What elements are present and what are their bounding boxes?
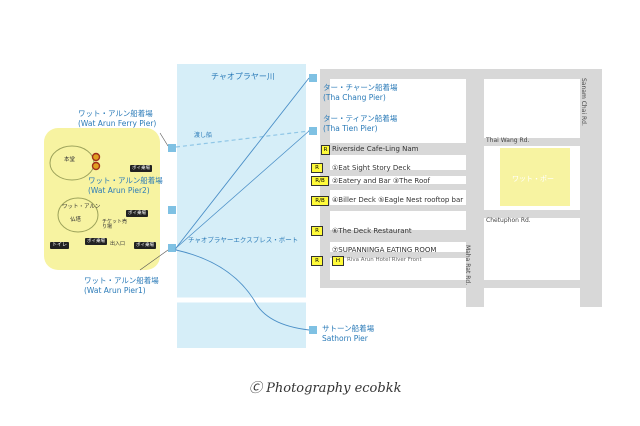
wat-arun-grounds [44,128,160,270]
tag-biller: R/B [311,196,329,206]
label-eatery: ②Eatery and Bar ③The Roof [332,177,430,185]
chetuphon-road-label: Chetuphon Rd. [486,217,531,224]
ferry-route-label: 渡し船 [194,132,213,139]
express-boat-route [175,77,310,331]
label-tha-tien: ター・ティアン船着場 (Tha Tien Pier) [323,115,397,132]
pier-wat-arun-ferry [168,144,176,152]
tag-eat-sight: R [311,163,323,173]
wat-pho-label: ワット・ポー [512,175,554,183]
label-biller: ④Biller Deck ⑤Eagle Nest rooftop bar [332,196,464,204]
label-tha-chang-jp: ター・チャーン船着場 [323,83,398,92]
tag-riva-arun: H [332,256,344,266]
ferry-route [175,130,310,148]
label-riverside-cafe: Riverside Cafe-Ling Nam [332,145,419,153]
label-wat-arun-1-en: (Wat Arun Pier1) [84,285,146,295]
label-riva-arun: Riva Arun Hotel River Front [347,257,422,263]
label-sathorn-en: Sathorn Pier [322,333,368,343]
road-grid [320,69,602,307]
pier-tha-chang [309,74,317,82]
tag-deck: R [311,226,323,236]
boat-stop-badge-2: ボイ乗場 [126,210,148,217]
leader-pier1 [139,249,169,271]
pier-sathorn [309,326,317,334]
pier-wat-arun-1 [168,244,176,252]
express-to-tha-tien [175,130,310,249]
pier-wat-arun-2 [168,206,176,214]
label-supanninga: ⑦SUPANNINGA EATING ROOM [332,246,437,254]
label-deck: ⑥The Deck Restaurant [332,227,412,235]
boat-stop-badge-1: ボイ乗場 [130,165,152,172]
main-hall-label: 本堂 [64,157,76,163]
temple-marker-1 [91,152,101,162]
label-wat-arun-2-jp: ワット・アルン船着場 [88,176,163,185]
label-tha-chang: ター・チャーン船着場 (Tha Chang Pier) [323,84,398,101]
sanam-chai-road-label: Sanam Chai Rd. [580,78,587,126]
exit-entrance-label: 出入口 [110,241,126,247]
label-wat-arun-ferry: ワット・アルン船着場 (Wat Arun Ferry Pier) [78,110,156,127]
toilet-badge: トイレ [50,242,70,249]
label-wat-arun-1-jp: ワット・アルン船着場 [84,276,159,285]
label-wat-arun-2-en: (Wat Arun Pier2) [88,185,150,195]
tag-riverside-cafe: R [321,145,330,155]
label-wat-arun-ferry-jp: ワット・アルン船着場 [78,109,153,118]
express-route-label: チャオプラヤーエクスプレス・ボート [188,236,299,244]
boat-stop-badge-3: ボイ乗場 [85,238,107,245]
label-wat-arun-2: ワット・アルン船着場 (Wat Arun Pier2) [88,177,163,194]
boat-stop-badge-4: ボイ乗場 [134,242,156,249]
label-tha-tien-en: (Tha Tien Pier) [323,123,378,133]
river-label: チャオプラヤー川 [211,72,275,81]
label-sathorn-jp: サトーン船着場 [322,324,375,333]
label-wat-arun-ferry-en: (Wat Arun Ferry Pier) [78,118,157,128]
label-tha-tien-jp: ター・ティアン船着場 [323,114,398,123]
wat-arun-pagoda [57,197,99,233]
ticket-office-label: チケット売り場 [102,219,128,230]
label-sathorn: サトーン船着場 Sathorn Pier [322,325,374,342]
tag-supanninga: R [311,256,323,266]
pier-tha-tien [309,127,317,135]
photo-credit: Ⓒ Photography ecobkk [249,381,402,396]
wat-arun-label: ワット・アルン [62,204,101,210]
label-eat-sight: ①Eat Sight Story Deck [332,164,411,172]
maharat-road-label: Maha Rat Rd. [464,245,471,286]
buddha-label: 仏塔 [70,217,82,223]
temple-marker-2 [91,161,101,171]
label-tha-chang-en: (Tha Chang Pier) [323,92,386,102]
wat-pho-block [500,148,570,206]
label-wat-arun-1: ワット・アルン船着場 (Wat Arun Pier1) [84,277,159,294]
thai-wang-road-label: Thai Wang Rd. [486,137,530,144]
leader-ferry [159,132,169,147]
tag-eatery: R/B [311,176,329,186]
